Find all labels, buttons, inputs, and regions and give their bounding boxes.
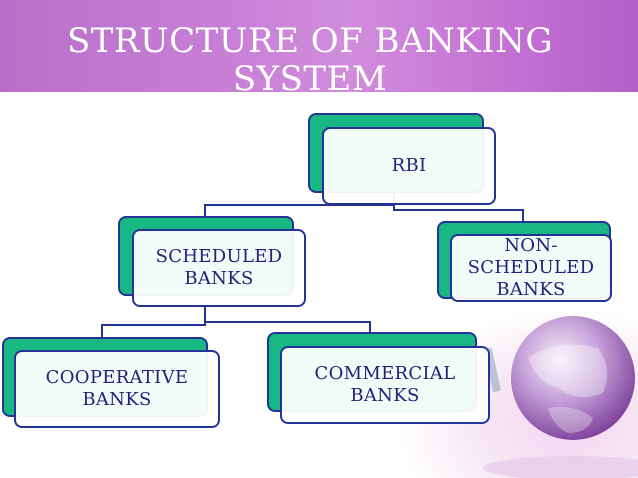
- scheduled-banks-node: SCHEDULED BANKS: [132, 229, 306, 307]
- non-scheduled-banks-node: NON- SCHEDULED BANKS: [450, 234, 612, 302]
- cooperative-banks-node: COOPERATIVE BANKS: [14, 350, 220, 428]
- commercial-banks-label: COMMERCIAL BANKS: [314, 363, 456, 406]
- rbi-label: RBI: [391, 155, 427, 176]
- title-band: STRUCTURE OF BANKING SYSTEM: [0, 0, 638, 98]
- commercial-banks-node: COMMERCIAL BANKS: [280, 346, 490, 424]
- non-scheduled-banks-label: NON- SCHEDULED BANKS: [467, 235, 595, 300]
- slide-title: STRUCTURE OF BANKING SYSTEM: [66, 21, 554, 99]
- scheduled-banks-label: SCHEDULED BANKS: [155, 246, 283, 289]
- cooperative-banks-label: COOPERATIVE BANKS: [45, 367, 189, 410]
- connector-scheduled-cooperative: [101, 305, 206, 338]
- rbi-node: RBI: [322, 127, 496, 205]
- connector-scheduled-commercial: [204, 305, 371, 334]
- connector-rbi-nonscheduled: [393, 205, 524, 221]
